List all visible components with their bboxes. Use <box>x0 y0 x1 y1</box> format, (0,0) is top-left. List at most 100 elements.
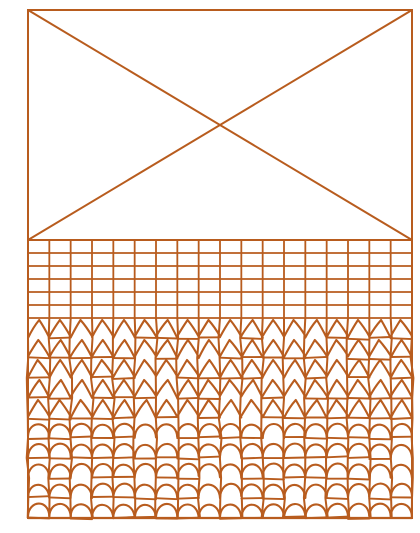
knit-peak-stitch <box>28 400 49 417</box>
knit-peak-stitch <box>327 380 348 398</box>
texture-row-line <box>92 377 113 378</box>
knit-arch-stitch <box>199 485 220 498</box>
knit-peak-stitch <box>263 400 284 417</box>
texture-column-line <box>261 318 264 518</box>
knit-peak-stitch <box>199 340 220 358</box>
knit-peak-stitch <box>220 380 241 396</box>
knit-arch-stitch <box>284 424 305 438</box>
texture-row-line <box>49 419 70 420</box>
knit-peak-stitch <box>305 400 326 418</box>
knit-peak-stitch <box>348 360 369 378</box>
knit-arch-stitch <box>263 424 284 438</box>
knit-peak-stitch <box>284 340 305 357</box>
knit-arch-stitch <box>199 464 220 477</box>
knit-arch-stitch <box>28 485 49 498</box>
knit-arch-stitch <box>92 505 113 518</box>
knit-peak-stitch <box>49 360 70 378</box>
texture-row-line <box>156 338 177 339</box>
texture-row-line <box>369 337 390 338</box>
knit-arch-stitch <box>220 444 241 457</box>
knit-peak-stitch <box>177 340 198 358</box>
knit-peak-stitch <box>49 340 70 358</box>
texture-row-line <box>327 498 348 499</box>
knit-arch-stitch <box>284 504 305 518</box>
texture-row-line <box>348 398 369 399</box>
knit-arch-stitch <box>28 444 49 457</box>
knit-peak-stitch <box>220 320 241 337</box>
knit-peak-stitch <box>177 320 198 337</box>
texture-row-line <box>28 496 49 497</box>
knit-arch-stitch <box>284 485 305 498</box>
knit-arch-stitch <box>305 444 326 457</box>
knit-arch-stitch <box>28 504 49 516</box>
knit-peak-stitch <box>241 400 262 416</box>
texture-column-line <box>240 318 243 518</box>
knit-arch-stitch <box>263 444 284 457</box>
texture-row-line <box>135 398 156 399</box>
knit-arch-stitch <box>156 504 177 517</box>
knit-arch-stitch <box>177 424 198 437</box>
texture-row-line <box>92 419 113 420</box>
texture-row-line <box>369 398 390 399</box>
texture-row-line <box>177 378 198 379</box>
knit-peak-stitch <box>369 320 390 338</box>
texture-row-line <box>263 479 284 480</box>
knit-peak-stitch <box>199 360 220 377</box>
texture-row-line <box>220 358 241 359</box>
knit-peak-stitch <box>391 360 412 378</box>
texture-column-line <box>176 318 179 518</box>
texture-row-line <box>327 456 348 457</box>
knit-arch-stitch <box>92 425 113 438</box>
knit-arch-stitch <box>305 424 326 437</box>
knit-peak-stitch <box>28 380 49 398</box>
knit-peak-stitch <box>156 360 177 377</box>
knit-peak-stitch <box>113 320 134 338</box>
knit-arch-stitch <box>135 464 156 477</box>
knit-peak-stitch <box>199 320 220 336</box>
texture-row-line <box>28 419 49 420</box>
knit-arch-stitch <box>369 504 390 516</box>
knit-peak-stitch <box>49 380 70 398</box>
texture-row-line <box>241 458 262 459</box>
knit-peak-stitch <box>284 380 305 397</box>
knit-arch-stitch <box>177 505 198 518</box>
knit-arch-stitch <box>327 464 348 477</box>
texture-row-line <box>305 438 326 439</box>
knit-arch-stitch <box>327 504 348 517</box>
knit-peak-stitch <box>348 400 369 418</box>
knit-arch-stitch <box>327 424 348 436</box>
knit-peak-stitch <box>71 380 92 398</box>
knit-arch-stitch <box>348 484 369 497</box>
knit-peak-stitch <box>263 360 284 377</box>
knit-peak-stitch <box>369 400 390 418</box>
knit-peak-stitch <box>156 320 177 338</box>
texture-row-line <box>92 458 113 459</box>
knit-peak-stitch <box>71 360 92 378</box>
knit-peak-stitch <box>220 340 241 356</box>
texture-row-line <box>113 417 134 418</box>
knit-peak-stitch <box>71 320 92 337</box>
knit-peak-stitch <box>327 360 348 377</box>
knit-arch-stitch <box>92 464 113 478</box>
texture-row-line <box>305 457 326 458</box>
texture-row-line <box>28 357 49 358</box>
knit-peak-stitch <box>92 400 113 418</box>
knit-arch-stitch <box>49 444 70 456</box>
knit-arch-stitch <box>113 505 134 518</box>
knit-peak-stitch <box>28 320 49 338</box>
knit-peak-stitch <box>327 400 348 416</box>
texture-row-line <box>348 457 369 458</box>
knit-arch-stitch <box>49 504 70 517</box>
knit-arch-stitch <box>241 484 262 497</box>
texture-column-line <box>69 318 72 518</box>
knit-peak-stitch <box>135 400 156 418</box>
texture-row-line <box>177 459 198 460</box>
knit-peak-stitch <box>327 340 348 357</box>
knit-peak-stitch <box>241 360 262 377</box>
texture-row-line <box>284 477 305 478</box>
knit-arch-stitch <box>71 445 92 458</box>
knit-arch-stitch <box>284 444 305 457</box>
texture-row-line <box>28 439 49 440</box>
knit-arch-stitch <box>263 485 284 498</box>
